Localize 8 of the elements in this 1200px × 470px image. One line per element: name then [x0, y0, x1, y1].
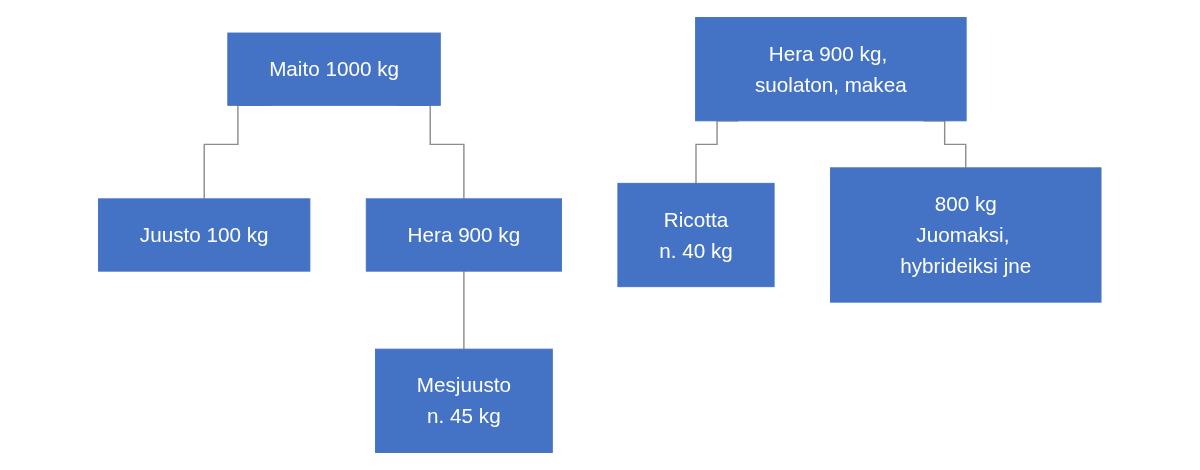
node-box: Juusto 100 kg	[98, 198, 311, 272]
node-box: Ricotta n. 40 kg	[617, 182, 775, 288]
node-box: Maito 1000 kg	[227, 32, 441, 106]
node-box: 800 kg Juomaksi, hybrideiksi jne	[830, 167, 1102, 303]
node-box: Hera 900 kg	[366, 198, 563, 272]
node-box: Hera 900 kg, suolaton, makea	[695, 17, 967, 122]
node-box: Mesjuusto n. 45 kg	[375, 348, 553, 453]
connector	[463, 270, 465, 350]
